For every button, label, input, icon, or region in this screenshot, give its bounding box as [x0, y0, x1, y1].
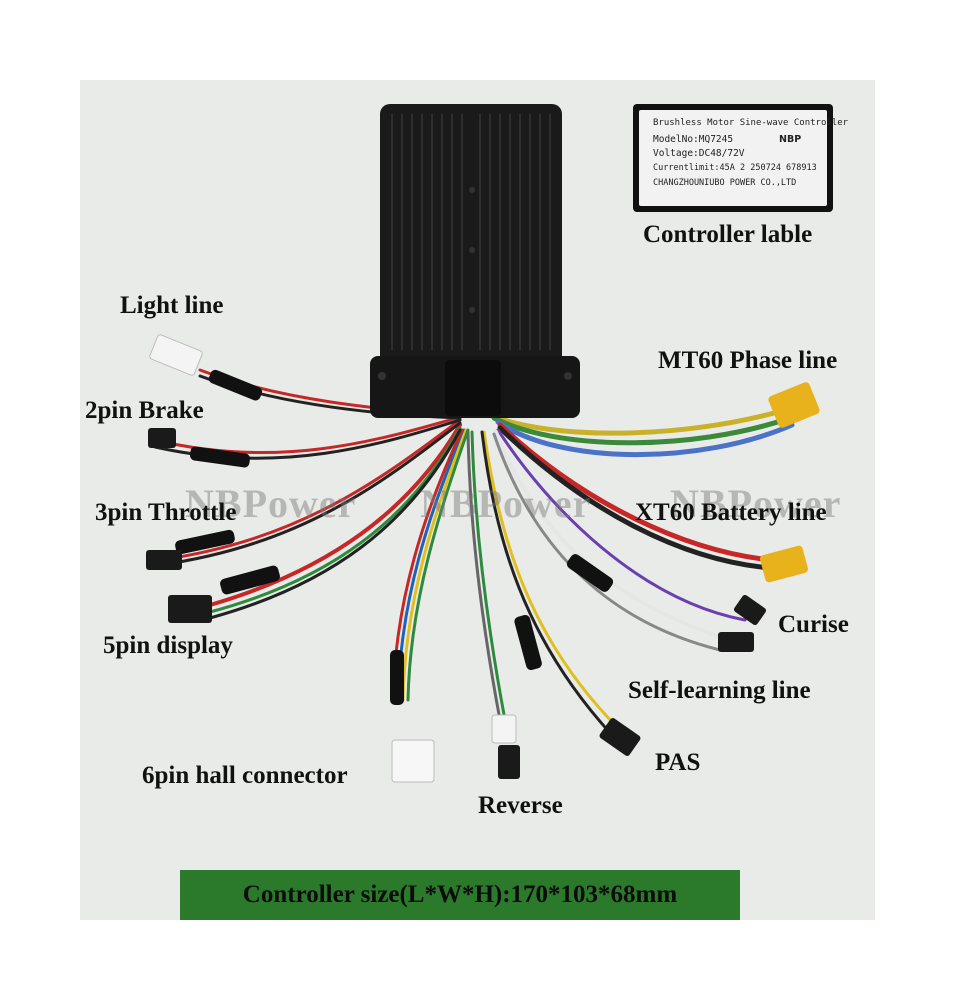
- watermark-1: NBPower: [185, 481, 357, 526]
- label-title: Brushless Motor Sine-wave Controller: [653, 118, 849, 128]
- label-battery: XT60 Battery line: [635, 499, 827, 526]
- controller-illustration: [146, 104, 820, 783]
- controller-size-banner: Controller size(L*W*H):170*103*68mm: [180, 870, 740, 920]
- watermark-2: NBPower: [420, 481, 592, 526]
- label-phase: MT60 Phase line: [658, 347, 838, 374]
- connectors: [146, 334, 820, 783]
- label-controller-lable: Controller lable: [643, 221, 813, 248]
- label-reverse: Reverse: [478, 792, 563, 819]
- controller-body: [370, 104, 580, 418]
- product-photo: NBPower NBPower NBPower Brushless Motor …: [80, 80, 875, 920]
- heat-shrink-sleeves: [175, 369, 614, 705]
- label-current: Currentlimit:45A 2 250724 678913: [653, 163, 817, 173]
- controller-spec-label: Brushless Motor Sine-wave Controller Mod…: [633, 104, 848, 212]
- watermark-3: NBPower: [670, 481, 842, 526]
- label-pas: PAS: [655, 749, 701, 776]
- label-model: ModelNo:MQ7245: [653, 134, 734, 145]
- label-hall: 6pin hall connector: [142, 762, 348, 789]
- label-display: 5pin display: [103, 632, 233, 659]
- label-voltage: Voltage:DC48/72V: [653, 148, 745, 159]
- label-throttle: 3pin Throttle: [95, 499, 237, 526]
- label-brand: NBP: [779, 134, 802, 145]
- controller-size-text: Controller size(L*W*H):170*103*68mm: [242, 881, 678, 908]
- label-cruise: Curise: [778, 611, 849, 638]
- label-maker: CHANGZHOUNIUBO POWER CO.,LTD: [653, 178, 797, 188]
- label-self-learning: Self-learning line: [628, 677, 811, 704]
- label-light-line: Light line: [120, 292, 224, 319]
- label-brake: 2pin Brake: [85, 397, 204, 424]
